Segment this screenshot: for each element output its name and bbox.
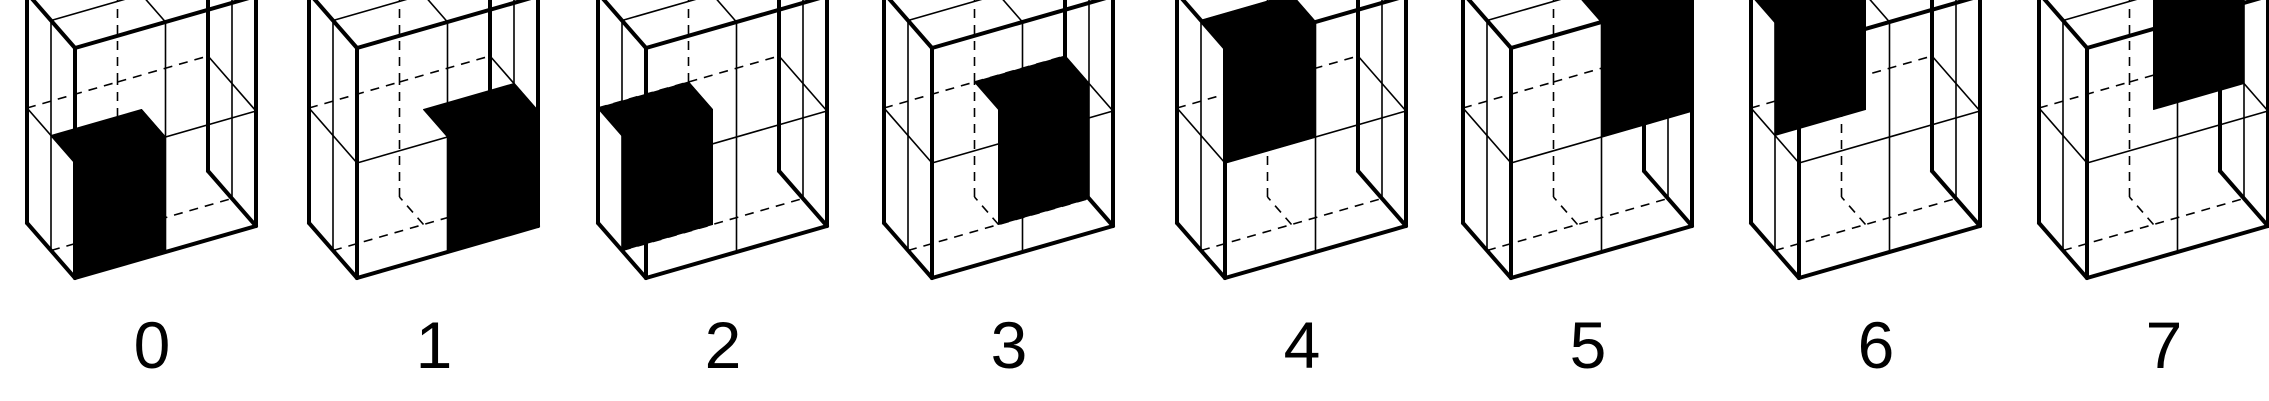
cube-edge	[2042, 0, 2089, 50]
grid-line	[145, 0, 167, 23]
cube-edge	[1930, 169, 1982, 228]
grid-line	[207, 55, 257, 112]
cube-edge	[206, 169, 258, 228]
hidden-edge	[399, 55, 491, 83]
cube-label-4: 4	[1284, 308, 1321, 382]
cube-edge	[355, 0, 532, 50]
grid-line	[883, 107, 933, 164]
cube-edge	[1466, 0, 1513, 50]
grid-line	[427, 0, 449, 23]
cube-3: 3	[882, 0, 1115, 382]
grid-line	[1931, 55, 1981, 112]
cube-edge	[1509, 224, 1694, 280]
cube-5: 5	[1461, 0, 1694, 382]
highlight-octant-side	[2219, 0, 2245, 84]
cube-edge	[73, 0, 250, 50]
cube-label-1: 1	[416, 308, 453, 382]
cube-edge	[1223, 224, 1408, 280]
cube-edge	[2085, 224, 2269, 280]
cube-label-7: 7	[2146, 308, 2183, 382]
cube-edge	[25, 221, 77, 280]
grid-line	[1002, 0, 1024, 23]
cube-label-6: 6	[1858, 308, 1895, 382]
cube-edge	[30, 0, 77, 50]
grid-line	[1486, 0, 1562, 22]
cube-label-0: 0	[134, 308, 171, 382]
cube-edge	[644, 224, 829, 280]
cube-2: 2	[596, 0, 829, 382]
cube-label-5: 5	[1570, 308, 1607, 382]
grid-line	[2086, 110, 2269, 164]
cube-edge	[1749, 221, 1801, 280]
grid-line	[1357, 55, 1407, 112]
cube-edge	[355, 224, 540, 280]
highlight-octant-top	[423, 83, 539, 138]
hidden-edge	[2038, 81, 2130, 109]
hidden-edge	[117, 55, 209, 83]
cube-edge	[644, 0, 821, 50]
cube-1: 1	[307, 0, 540, 382]
hidden-edge	[973, 196, 1000, 226]
grid-line	[1176, 107, 1226, 164]
hidden-edge	[398, 196, 425, 226]
cube-edge	[1063, 169, 1115, 228]
cube-edge	[1754, 0, 1801, 50]
cube-edge	[930, 224, 1115, 280]
hidden-edge	[26, 81, 118, 109]
hidden-edge	[883, 81, 975, 109]
cube-edge	[2037, 221, 2089, 280]
grid-line	[907, 0, 983, 22]
cube-edge	[1797, 224, 1982, 280]
cube-edge	[1642, 169, 1694, 228]
grid-line	[621, 0, 697, 22]
cube-edge	[1509, 0, 1686, 50]
grid-line	[1462, 107, 1512, 164]
hidden-edge	[308, 81, 400, 109]
cube-edge	[1356, 169, 1408, 228]
hidden-edge	[1462, 81, 1554, 109]
hidden-edge	[1552, 196, 1579, 226]
cube-edge	[1797, 0, 1974, 50]
highlight-octant-top	[597, 81, 713, 136]
cube-edge	[882, 221, 934, 280]
cube-6: 6	[1749, 0, 1982, 382]
cube-edge	[930, 0, 1107, 50]
grid-line	[778, 55, 828, 112]
cube-edge	[1175, 221, 1227, 280]
highlight-octant-side	[1841, 0, 1866, 110]
hidden-edge	[1840, 196, 1867, 226]
cube-edge	[777, 169, 829, 228]
grid-line	[308, 107, 358, 164]
grid-line	[716, 0, 738, 23]
grid-line	[1798, 110, 1981, 164]
cube-edge	[73, 224, 258, 280]
cube-label-3: 3	[991, 308, 1028, 382]
cube-edge	[1461, 221, 1513, 280]
cube-edge	[601, 0, 648, 50]
cube-edge	[887, 0, 934, 50]
cube-4: 4	[1175, 0, 1408, 382]
grid-line	[2038, 107, 2088, 164]
cube-edge	[312, 0, 359, 50]
cube-0: 0	[25, 0, 258, 382]
cube-edge	[1223, 0, 1400, 50]
hidden-edge	[688, 55, 780, 83]
hidden-edge	[1266, 196, 1293, 226]
highlight-octant-top	[50, 109, 166, 164]
hidden-edge	[2128, 196, 2155, 226]
cube-7: 7	[2037, 0, 2269, 382]
highlight-octant-side	[1291, 0, 1316, 138]
grid-line	[50, 0, 126, 22]
cube-edge	[2218, 169, 2269, 228]
cube-edge	[488, 169, 540, 228]
cube-label-2: 2	[705, 308, 742, 382]
cube-edge	[307, 221, 359, 280]
grid-line	[332, 0, 408, 22]
cube-edge	[1180, 0, 1227, 50]
grid-line	[2062, 0, 2138, 22]
cube-edge	[596, 221, 648, 280]
cube-edge	[2085, 0, 2262, 50]
grid-line	[1869, 0, 1891, 23]
